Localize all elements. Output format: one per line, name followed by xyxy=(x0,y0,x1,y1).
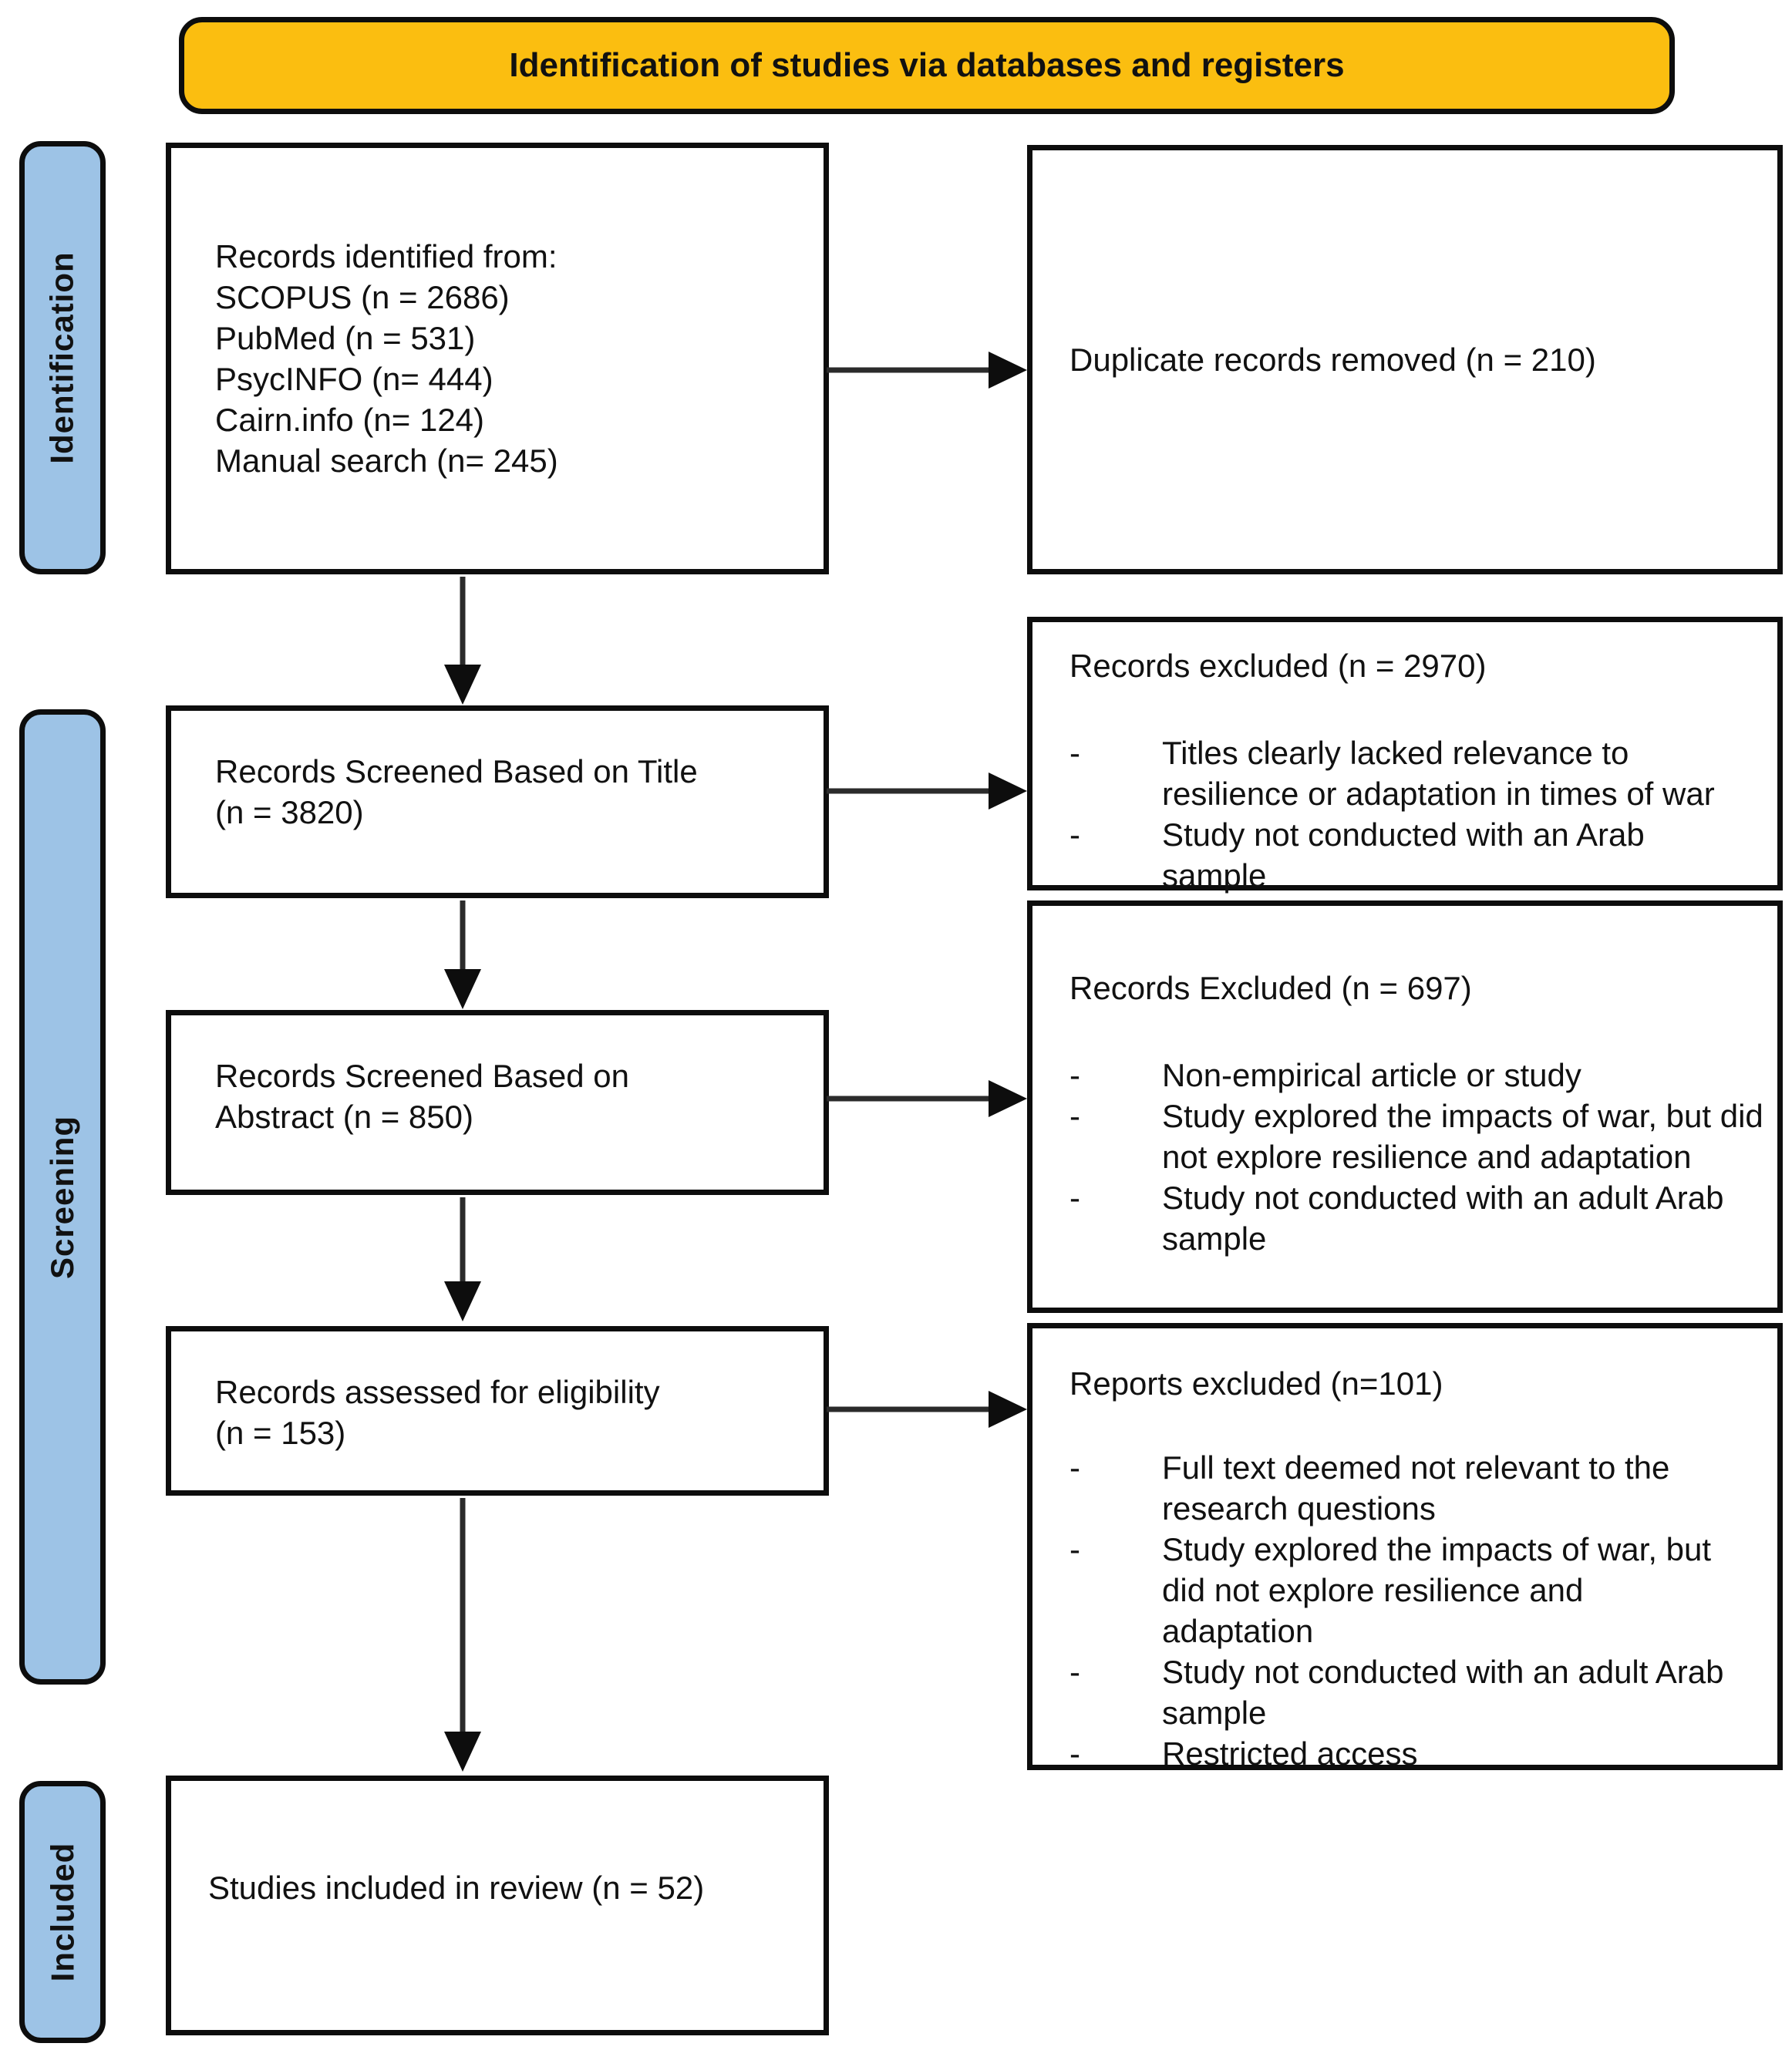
sidebar-stage-included: Included xyxy=(19,1781,106,2043)
list-item: Study not conducted with an adult Arab s… xyxy=(1069,1177,1770,1259)
excluded-abstract-reason: Non-empirical article or study xyxy=(1162,1057,1581,1093)
banner-title: Identification of studies via databases … xyxy=(509,46,1345,84)
excluded-reports-reason: Study not conducted with an adult Arab s… xyxy=(1162,1654,1724,1731)
source-pubmed: PubMed (n = 531) xyxy=(215,320,476,356)
list-item: Study not conducted with an Arab sample xyxy=(1069,814,1731,896)
screened-abstract-count: Abstract (n = 850) xyxy=(215,1099,473,1135)
list-item: Titles clearly lacked relevance to resil… xyxy=(1069,732,1731,814)
arrow-screened-title-to-excluded xyxy=(827,773,1027,810)
list-item: Study not conducted with an adult Arab s… xyxy=(1069,1651,1736,1733)
list-item: Study explored the impacts of war, but d… xyxy=(1069,1096,1770,1177)
box-studies-included: Studies included in review (n = 52) xyxy=(166,1776,829,2035)
excluded-title-reason: Titles clearly lacked relevance to resil… xyxy=(1162,735,1715,812)
arrow-identified-to-duplicates xyxy=(827,352,1027,389)
box-records-screened-abstract: Records Screened Based on Abstract (n = … xyxy=(166,1010,829,1195)
excluded-reports-heading: Reports excluded (n=101) xyxy=(1069,1365,1443,1402)
excluded-abstract-reason: Study not conducted with an adult Arab s… xyxy=(1162,1180,1724,1257)
excluded-title-heading: Records excluded (n = 2970) xyxy=(1069,648,1487,684)
list-item: Non-empirical article or study xyxy=(1069,1055,1770,1096)
box-reports-excluded: Reports excluded (n=101) Full text deeme… xyxy=(1027,1323,1783,1772)
list-item: Study explored the impacts of war, but d… xyxy=(1069,1529,1736,1651)
records-identified-heading: Records identified from: xyxy=(215,238,557,274)
arrow-screened-abstract-to-eligibility xyxy=(444,1197,481,1321)
source-cairn: Cairn.info (n= 124) xyxy=(215,402,485,438)
excluded-reports-reason: Study explored the impacts of war, but d… xyxy=(1162,1531,1712,1649)
box-records-assessed-eligibility: Records assessed for eligibility (n = 15… xyxy=(166,1326,829,1496)
list-item: Full text deemed not relevant to the res… xyxy=(1069,1447,1736,1529)
stage-screening-label: Screening xyxy=(44,1115,81,1279)
stage-included-label: Included xyxy=(44,1842,80,1982)
arrow-screened-title-to-screened-abstract xyxy=(444,900,481,1009)
source-psycinfo: PsycINFO (n= 444) xyxy=(215,361,493,397)
eligibility-count: (n = 153) xyxy=(215,1415,346,1451)
source-scopus: SCOPUS (n = 2686) xyxy=(215,279,510,315)
list-item: Restricted access xyxy=(1069,1733,1736,1774)
stage-identification-label: Identification xyxy=(44,251,80,464)
excluded-reports-reason: Restricted access xyxy=(1162,1735,1418,1772)
box-records-excluded-abstract-stage: Records Excluded (n = 697) Non-empirical… xyxy=(1027,900,1783,1313)
box-duplicate-records-removed: Duplicate records removed (n = 210) xyxy=(1027,145,1783,574)
arrow-identified-to-screened-title xyxy=(444,577,481,705)
duplicates-removed-text: Duplicate records removed (n = 210) xyxy=(1069,342,1596,378)
arrow-eligibility-to-included xyxy=(444,1498,481,1772)
excluded-abstract-heading: Records Excluded (n = 697) xyxy=(1069,970,1472,1006)
sidebar-stage-screening: Screening xyxy=(19,709,106,1685)
source-manual-search: Manual search (n= 245) xyxy=(215,443,558,479)
box-records-screened-title: Records Screened Based on Title (n = 382… xyxy=(166,705,829,898)
studies-included-text: Studies included in review (n = 52) xyxy=(208,1870,705,1906)
excluded-reports-reason: Full text deemed not relevant to the res… xyxy=(1162,1449,1670,1527)
arrow-screened-abstract-to-excluded xyxy=(827,1080,1027,1117)
excluded-abstract-reason: Study explored the impacts of war, but d… xyxy=(1162,1098,1763,1175)
screened-title-text: Records Screened Based on Title xyxy=(215,753,698,789)
sidebar-stage-identification: Identification xyxy=(19,141,106,574)
box-records-excluded-title-stage: Records excluded (n = 2970) Titles clear… xyxy=(1027,617,1783,894)
box-records-identified: Records identified from: SCOPUS (n = 268… xyxy=(166,143,829,574)
eligibility-text: Records assessed for eligibility xyxy=(215,1374,660,1410)
banner-identification-of-studies: Identification of studies via databases … xyxy=(179,17,1675,114)
excluded-title-reason: Study not conducted with an Arab sample xyxy=(1162,816,1645,894)
screened-abstract-text: Records Screened Based on xyxy=(215,1058,629,1094)
screened-title-count: (n = 3820) xyxy=(215,794,364,830)
arrow-eligibility-to-reports-excluded xyxy=(827,1391,1027,1428)
